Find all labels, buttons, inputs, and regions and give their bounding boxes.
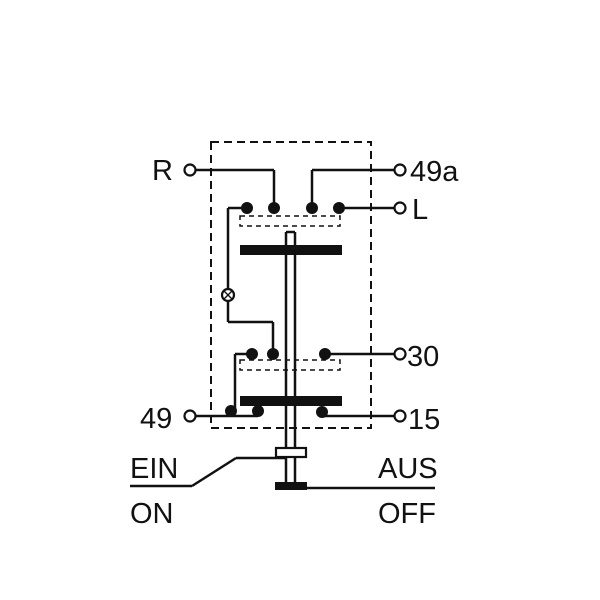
contact-dot xyxy=(319,348,331,360)
label-r: R xyxy=(152,155,173,187)
label-ein: EIN xyxy=(130,453,178,485)
label-49: 49 xyxy=(140,403,172,435)
upper-bridge-bar xyxy=(240,245,342,255)
label-l: L xyxy=(412,194,428,226)
terminal-r xyxy=(183,163,197,177)
ein-lever-slant xyxy=(191,456,237,488)
terminal-15 xyxy=(393,409,407,423)
label-49a: 49a xyxy=(410,156,459,188)
terminal-30 xyxy=(393,347,407,361)
lower-contact-insulator xyxy=(239,359,341,371)
actuator-cap xyxy=(274,446,308,459)
contact-dot xyxy=(268,202,280,214)
terminal-49 xyxy=(183,409,197,423)
label-on: ON xyxy=(130,498,174,530)
terminal-49a xyxy=(393,163,407,177)
switch-housing xyxy=(210,141,372,429)
contact-dot xyxy=(267,348,279,360)
actuator-base xyxy=(275,482,307,490)
contact-dot xyxy=(306,202,318,214)
label-15: 15 xyxy=(408,404,440,436)
lamp-cross-2 xyxy=(223,290,233,300)
label-30: 30 xyxy=(407,341,439,373)
contact-dot xyxy=(252,405,264,417)
terminal-l xyxy=(393,201,407,215)
contact-dot xyxy=(333,202,345,214)
contact-dot xyxy=(241,202,253,214)
contact-dot xyxy=(316,406,328,418)
contact-dot xyxy=(246,348,258,360)
upper-contact-insulator xyxy=(239,215,341,227)
label-aus: AUS xyxy=(378,453,438,485)
lower-bridge-bar xyxy=(240,396,342,406)
label-off: OFF xyxy=(378,498,436,530)
contact-dot xyxy=(225,405,237,417)
